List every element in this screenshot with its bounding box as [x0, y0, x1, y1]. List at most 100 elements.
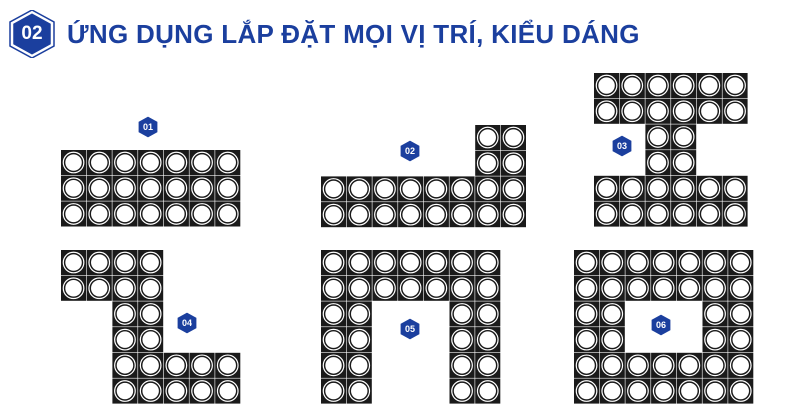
- tile-ring: [627, 251, 649, 274]
- tile-ring: [627, 354, 649, 377]
- tile-hole: [325, 280, 342, 297]
- tile-hole: [116, 180, 134, 197]
- tile-ring: [348, 354, 371, 377]
- tile-hole: [116, 154, 134, 171]
- tile-ring: [191, 380, 213, 402]
- tile-ring: [621, 177, 644, 200]
- tile-hole: [402, 254, 419, 271]
- tile-ring: [647, 100, 669, 123]
- tile-hole: [624, 205, 641, 223]
- tile-ring: [114, 380, 136, 402]
- tile-ring: [729, 251, 752, 274]
- tile-hole: [479, 129, 496, 146]
- tile-ring: [672, 203, 695, 225]
- tile-ring: [704, 328, 726, 351]
- tile-hole: [578, 331, 595, 348]
- tile-ring: [114, 303, 136, 325]
- tile-hole: [116, 254, 134, 271]
- tile-ring: [502, 203, 525, 226]
- tile-ring: [139, 251, 162, 274]
- tile-hole: [91, 254, 108, 271]
- tile-ring: [399, 178, 422, 200]
- tile-ring: [114, 277, 136, 300]
- tile-ring: [374, 251, 396, 274]
- tile-ring: [62, 151, 85, 174]
- tile-hole: [624, 180, 641, 197]
- layout-label-01: 01: [142, 122, 153, 132]
- tile-ring: [191, 151, 213, 174]
- tile-ring: [348, 328, 371, 351]
- tile-hole: [675, 128, 692, 146]
- tile-ring: [476, 277, 499, 300]
- tile-hole: [351, 305, 368, 323]
- tile-ring: [502, 178, 525, 200]
- tile-hole: [655, 357, 672, 374]
- tile-ring: [601, 277, 624, 300]
- section-number-badge: 02: [8, 10, 56, 58]
- tile-layout-3: [594, 73, 748, 227]
- tile-hole: [65, 154, 82, 171]
- tile-ring: [451, 380, 473, 402]
- tile-hole: [479, 180, 496, 198]
- tile-ring: [322, 380, 345, 402]
- tile-ring: [322, 203, 345, 226]
- tile-ring: [652, 277, 675, 300]
- tile-hole: [428, 180, 445, 198]
- tile-ring: [451, 251, 473, 274]
- tile-hole: [624, 77, 641, 94]
- tile-layout-1: [61, 150, 241, 227]
- tile-ring: [374, 178, 396, 200]
- tile-ring: [672, 100, 695, 123]
- tile-ring: [88, 277, 111, 300]
- tile-hole: [479, 280, 496, 297]
- tile-ring: [729, 277, 752, 300]
- tile-hole: [351, 254, 368, 271]
- tile-layout-6: [574, 250, 754, 404]
- tile-hole: [325, 206, 342, 223]
- tile-hole: [65, 254, 82, 271]
- tile-ring: [348, 251, 371, 274]
- layout-label-06: 06: [655, 320, 666, 330]
- tile-hole: [578, 382, 595, 400]
- tile-hole: [649, 154, 667, 171]
- tile-ring: [729, 328, 752, 351]
- tile-hole: [732, 254, 749, 271]
- tile-ring: [724, 177, 746, 200]
- tile-ring: [114, 203, 136, 225]
- tile-ring: [652, 251, 675, 274]
- tile-ring: [425, 203, 448, 226]
- tile-ring: [476, 354, 499, 377]
- tile-hole: [732, 357, 749, 374]
- layout-label-02: 02: [404, 146, 415, 156]
- tile-ring: [216, 354, 239, 377]
- tile-hole: [325, 331, 342, 348]
- tile-hole: [649, 180, 667, 197]
- tile-hole: [142, 154, 159, 171]
- tile-layout-5: [321, 250, 501, 404]
- tile-hole: [604, 357, 621, 374]
- section-header: 02 ỨNG DỤNG LẮP ĐẶT MỌI VỊ TRÍ, KIỂU DÁN…: [8, 9, 640, 59]
- tile-hole: [604, 254, 621, 271]
- tile-ring: [139, 151, 162, 174]
- tile-ring: [451, 303, 473, 325]
- tile-hole: [681, 382, 698, 400]
- tile-hole: [629, 280, 647, 297]
- tile-ring: [62, 251, 85, 274]
- tile-ring: [601, 354, 624, 377]
- tile-ring: [729, 354, 752, 377]
- tile-hole: [402, 206, 419, 223]
- tile-ring: [575, 303, 598, 325]
- tile-ring: [139, 380, 162, 402]
- tile-hole: [706, 382, 724, 400]
- tile-hole: [701, 77, 718, 94]
- tile-ring: [704, 277, 726, 300]
- tile-ring: [678, 251, 701, 274]
- tile-hole: [453, 206, 471, 223]
- tile-hole: [655, 382, 672, 400]
- tile-ring: [165, 354, 188, 377]
- tile-ring: [704, 354, 726, 377]
- tile-ring: [647, 151, 669, 174]
- tile-ring: [374, 277, 396, 300]
- layout-badge-02: 02: [399, 139, 421, 163]
